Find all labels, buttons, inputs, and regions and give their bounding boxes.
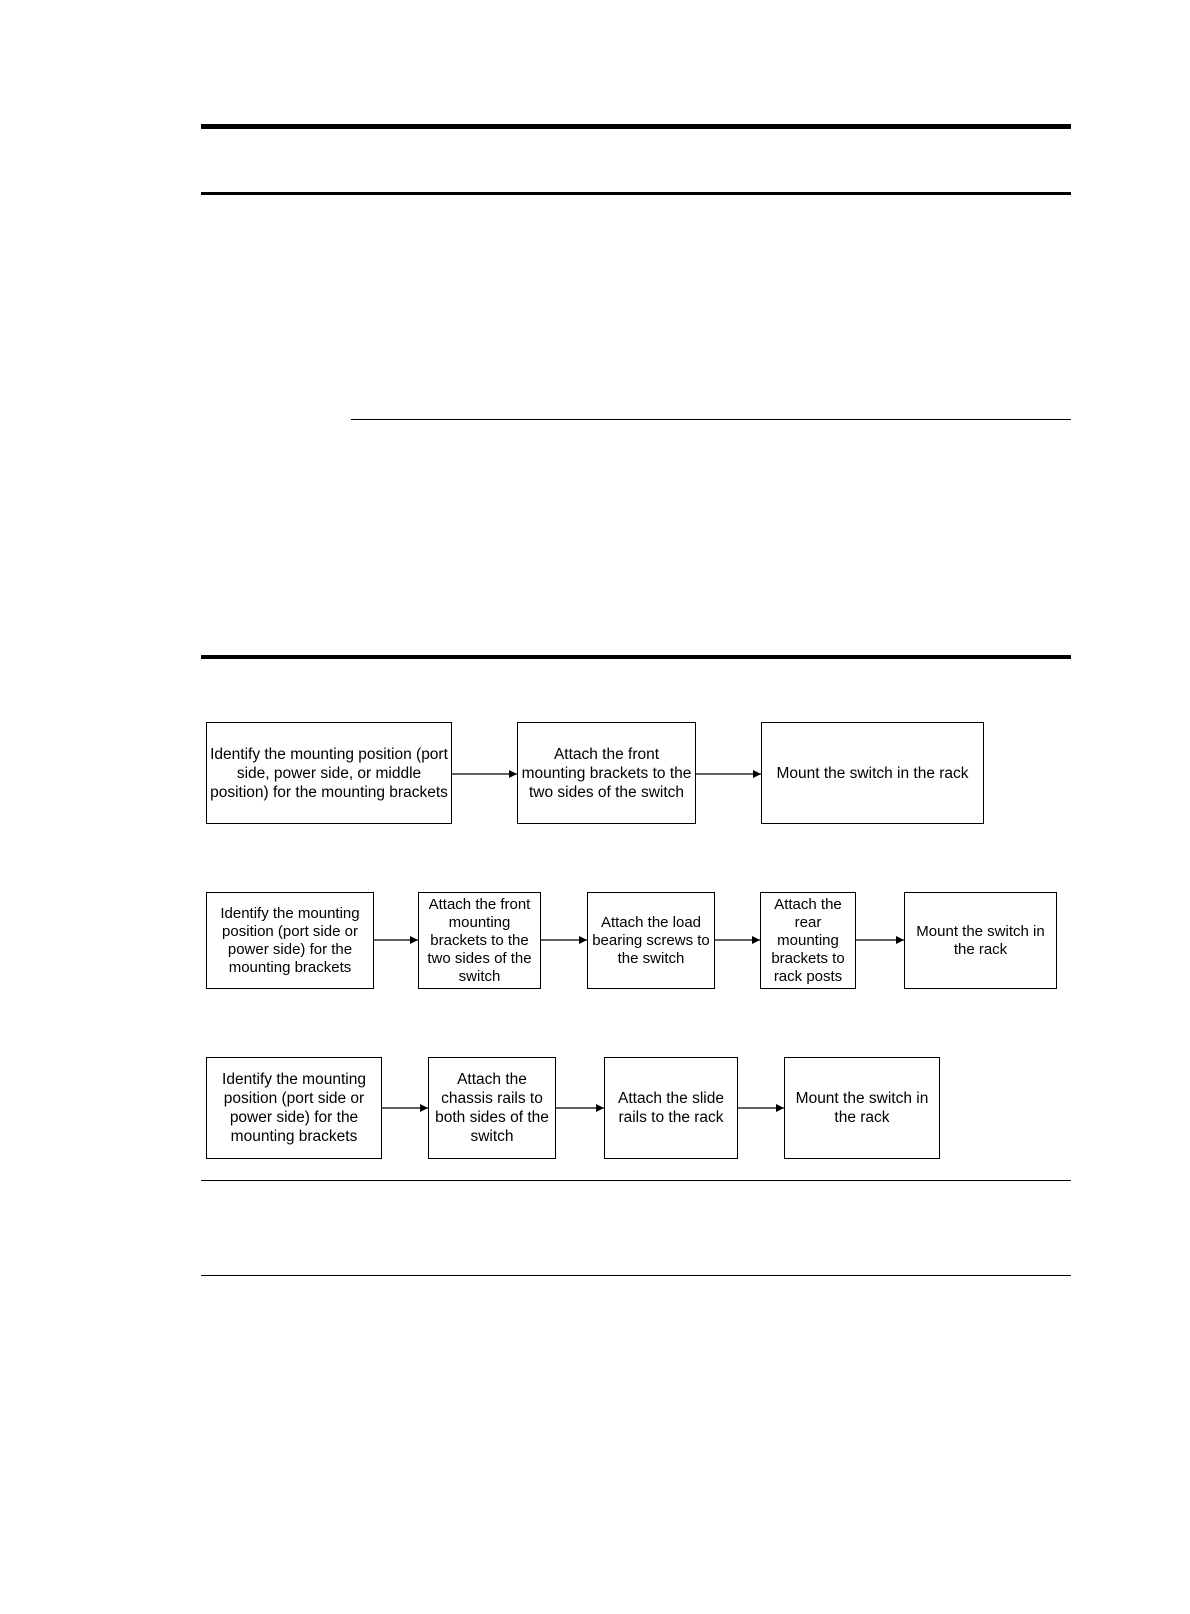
flowchart-1-step-2: Attach the front mounting brackets to th… xyxy=(517,722,696,824)
flowchart-1-step-1: Identify the mounting position (port sid… xyxy=(206,722,452,824)
flowchart-2-step-3: Attach the load bearing screws to the sw… xyxy=(587,892,715,989)
flowchart-3-step-4: Mount the switch in the rack xyxy=(784,1057,940,1159)
top-rule-medium xyxy=(201,192,1071,195)
flowchart-1-step-3: Mount the switch in the rack xyxy=(761,722,984,824)
flowchart-2-step-1: Identify the mounting position (port sid… xyxy=(206,892,374,989)
top-rule-thick xyxy=(201,124,1071,129)
flowchart-3-step-1: Identify the mounting position (port sid… xyxy=(206,1057,382,1159)
section-rule-thick xyxy=(201,655,1071,659)
flowchart-3-step-3: Attach the slide rails to the rack xyxy=(604,1057,738,1159)
figure-bottom-rule xyxy=(201,1180,1071,1181)
page-bottom-rule xyxy=(201,1275,1071,1276)
flowchart-2-step-4: Attach the rear mounting brackets to rac… xyxy=(760,892,856,989)
section-rule-thin xyxy=(351,419,1071,420)
flowchart-3-step-2: Attach the chassis rails to both sides o… xyxy=(428,1057,556,1159)
flowchart-2-step-5: Mount the switch in the rack xyxy=(904,892,1057,989)
flowchart-2-step-2: Attach the front mounting brackets to th… xyxy=(418,892,541,989)
